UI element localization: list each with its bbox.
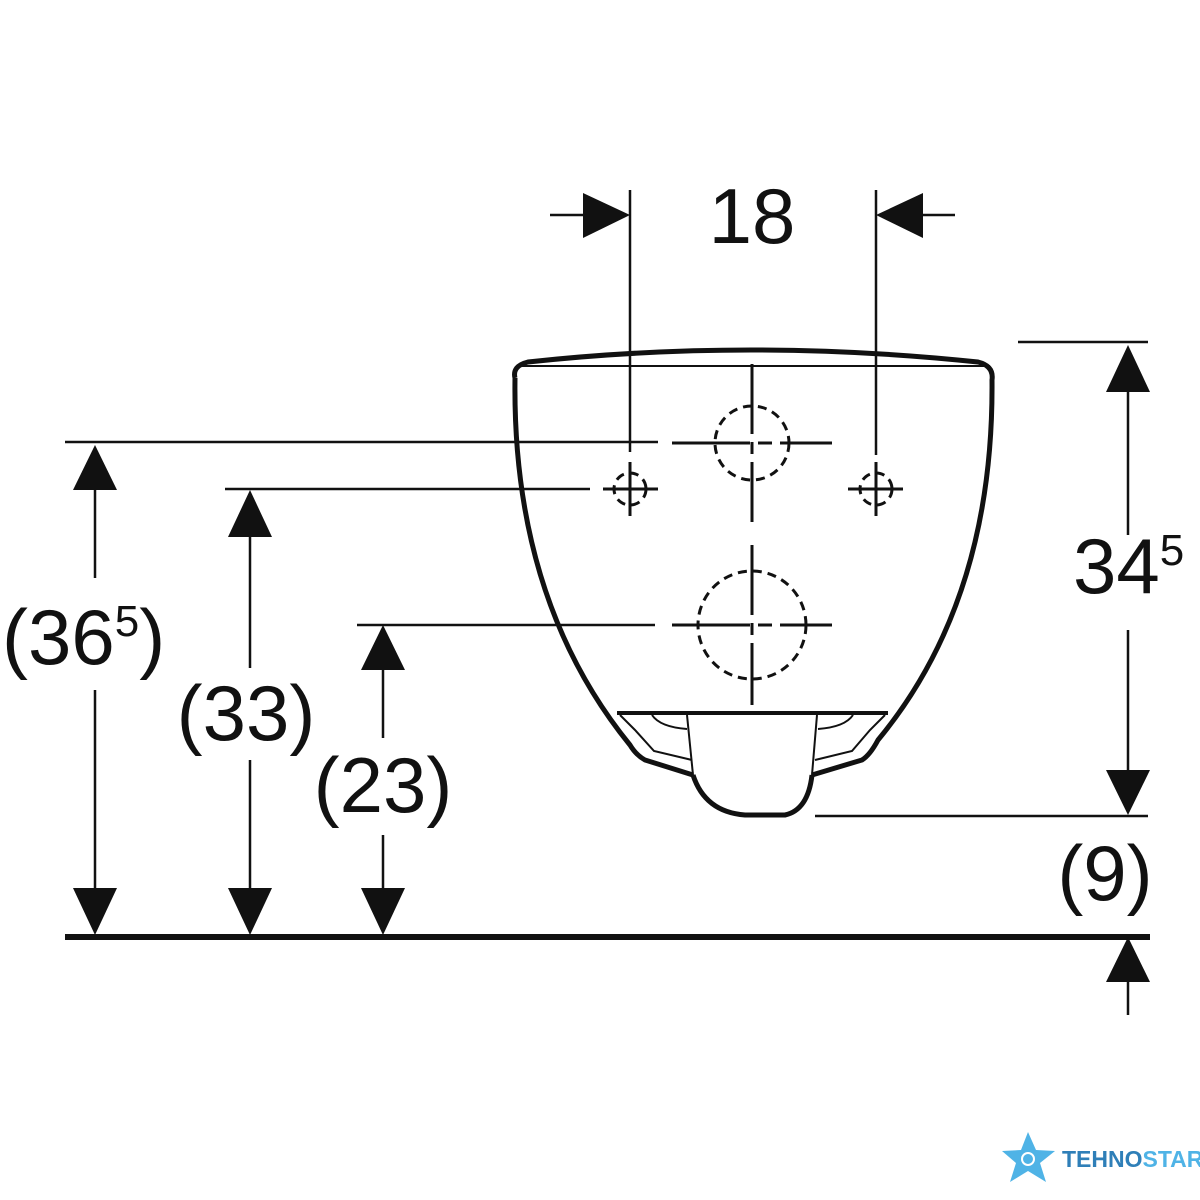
star-icon	[1002, 1132, 1055, 1182]
arrow-up-icon	[361, 625, 405, 670]
dim-label-23: (23)	[314, 741, 453, 829]
arrow-down-icon	[73, 888, 117, 935]
svg-text:TEHNOSTAR: TEHNOSTAR	[1062, 1146, 1200, 1172]
dim-label-18: 18	[709, 172, 796, 260]
dim-label-36-5: (365)	[2, 593, 165, 681]
arrow-right-icon	[583, 193, 630, 238]
toilet-outline	[512, 347, 995, 818]
arrow-up-icon	[73, 445, 117, 490]
dim-label-33: (33)	[177, 669, 316, 757]
arrow-down-icon	[1106, 770, 1150, 815]
arrow-down-icon	[361, 888, 405, 935]
arrow-up-icon	[1106, 345, 1150, 392]
arrow-up-icon	[1106, 937, 1150, 982]
arrow-down-icon	[228, 888, 272, 935]
centerlines	[603, 364, 903, 705]
dim-label-9: (9)	[1057, 829, 1152, 917]
extension-lines	[65, 190, 1148, 818]
power-icon	[1021, 1152, 1035, 1166]
bowl-rim	[617, 711, 888, 776]
tehnostar-logo: TEHNOSTAR	[1002, 1132, 1200, 1182]
dim-label-34-5: 345	[1073, 522, 1184, 610]
arrowheads	[73, 193, 1150, 982]
arrow-left-icon	[876, 193, 923, 238]
arrow-up-icon	[228, 490, 272, 537]
